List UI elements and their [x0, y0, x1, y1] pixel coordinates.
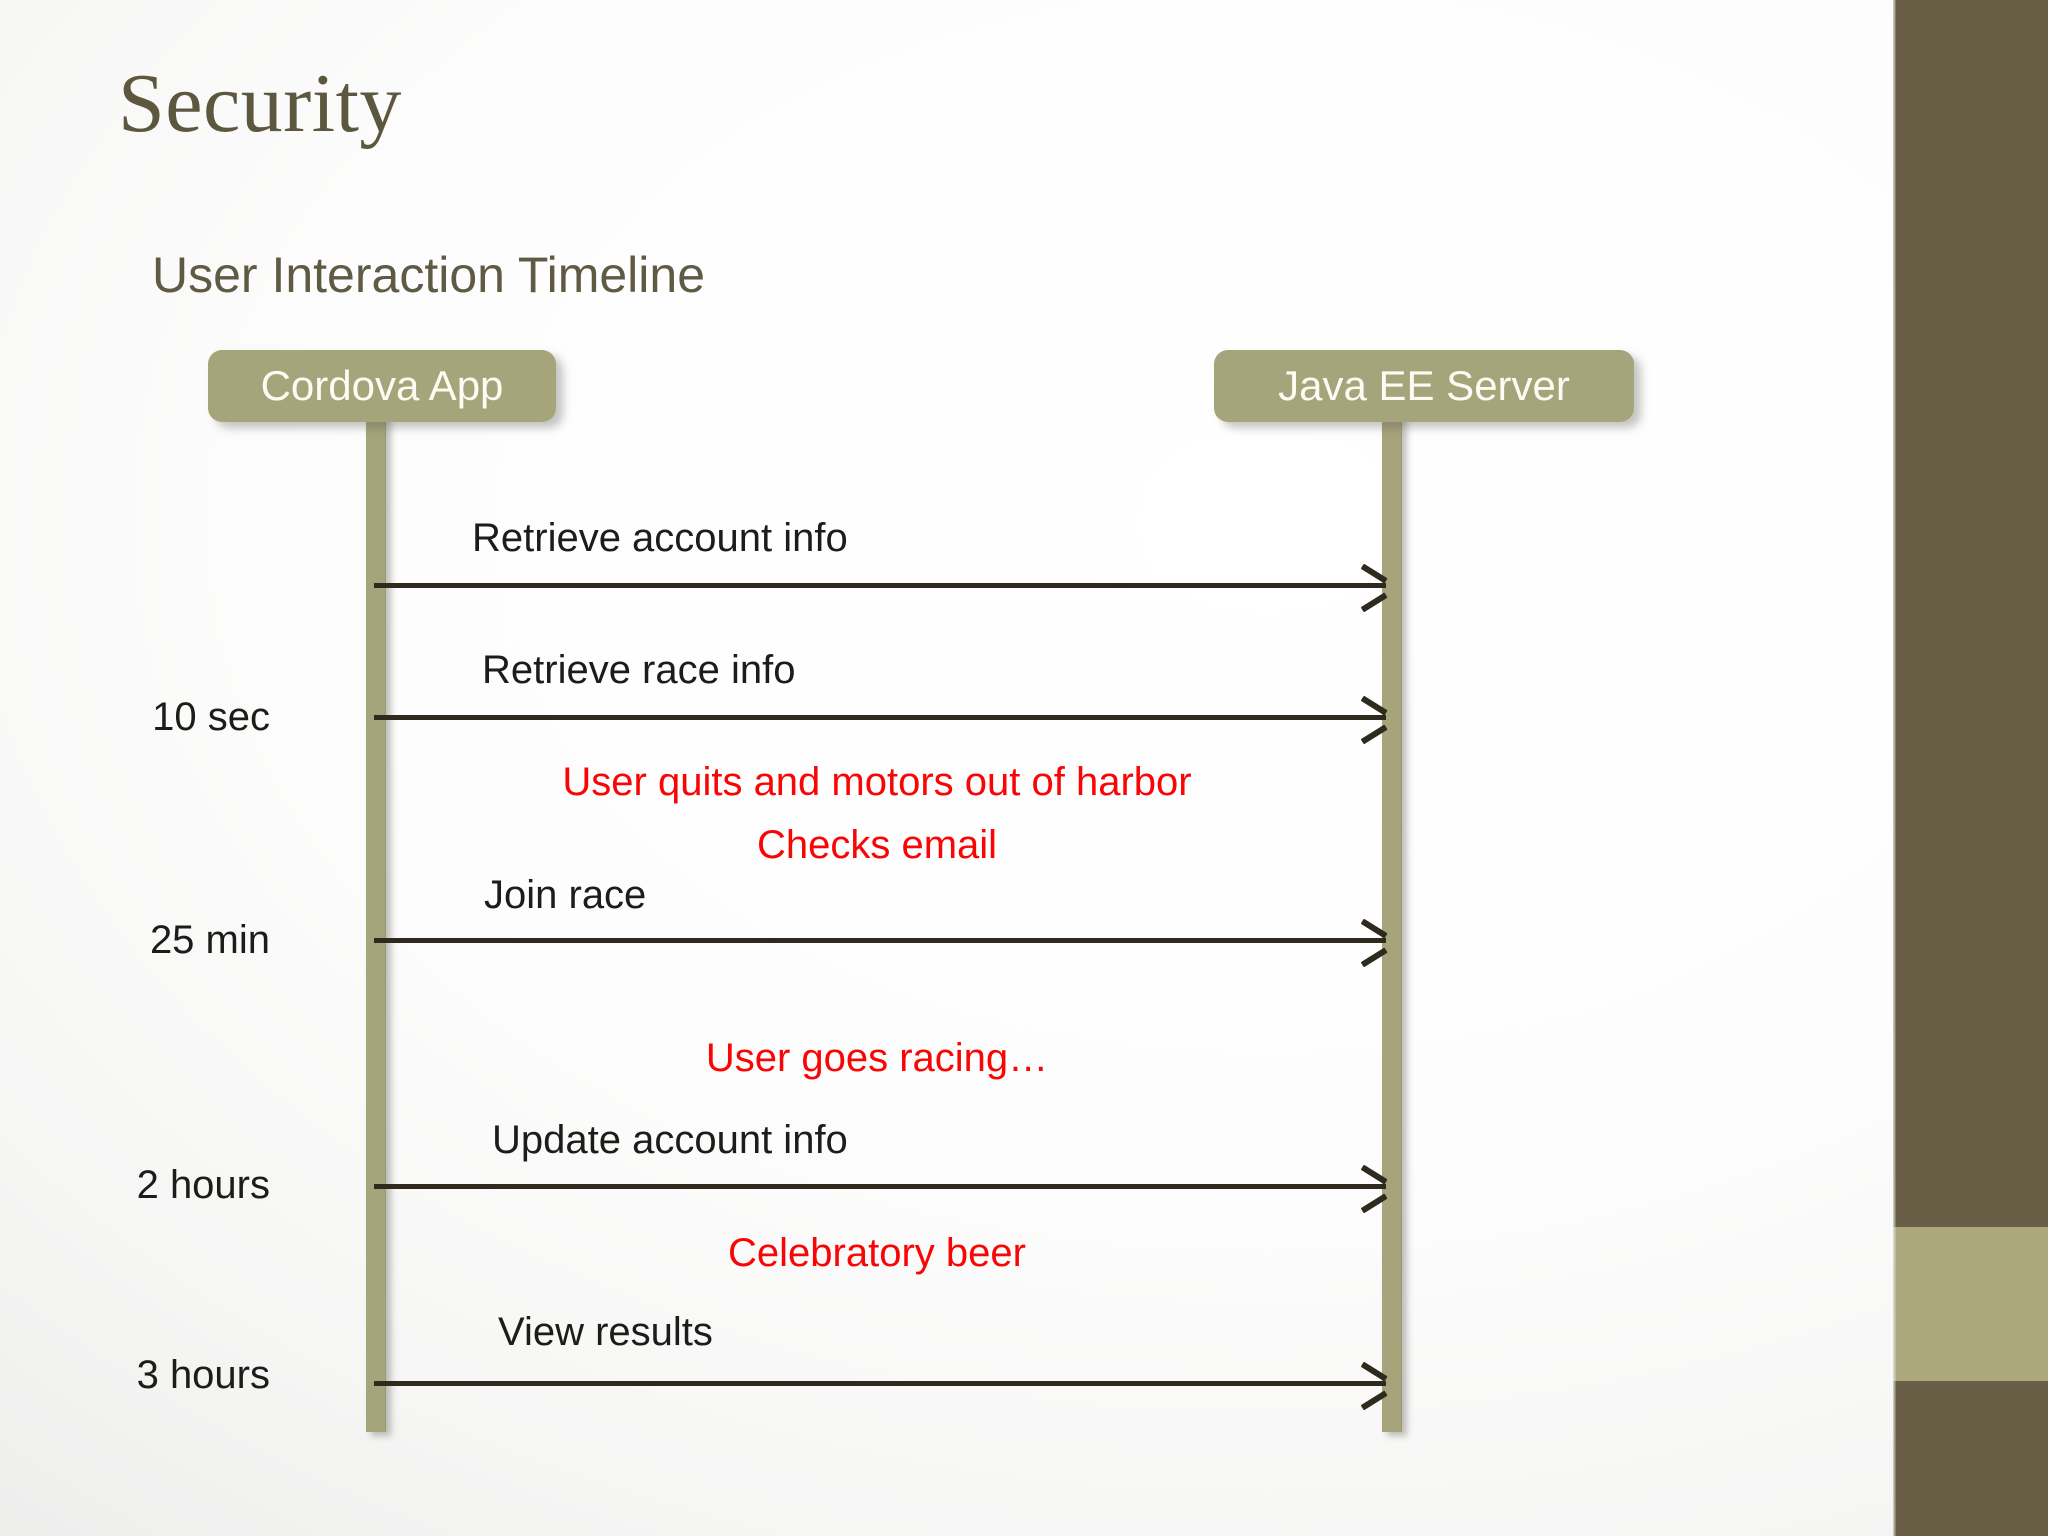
note-label-2: Checks email: [756, 823, 998, 867]
message-label-2: Retrieve race info: [482, 648, 796, 692]
note-label-4: Celebratory beer: [728, 1231, 1026, 1275]
message-line-3: [374, 938, 1386, 943]
message-label-1: Retrieve account info: [472, 516, 848, 560]
time-label-2: 10 sec: [152, 695, 270, 739]
actor-label-java-ee-server: Java EE Server: [1278, 362, 1570, 409]
sidebar-dark-edge: [1893, 0, 1897, 1536]
lifeline-cordova-app: [366, 412, 386, 1432]
message-label-3: Join race: [484, 873, 647, 917]
actor-label-cordova-app: Cordova App: [260, 362, 504, 409]
time-label-3: 25 min: [149, 918, 270, 962]
message-label-5: View results: [498, 1310, 713, 1354]
sidebar-light-band: [1896, 1227, 2048, 1381]
message-line-1: [374, 583, 1386, 588]
actor-box-java-ee-server: Java EE Server: [1214, 350, 1634, 422]
message-line-2: [374, 715, 1386, 720]
time-label-4: 2 hours: [136, 1163, 270, 1207]
lifeline-java-ee-server: [1382, 412, 1402, 1432]
sidebar-light-edge: [1893, 1227, 1897, 1381]
time-label-5: 3 hours: [136, 1353, 270, 1397]
message-label-4: Update account info: [492, 1118, 848, 1162]
message-line-5: [374, 1381, 1386, 1386]
note-label-3: User goes racing…: [705, 1036, 1049, 1080]
page-title: Security: [118, 57, 402, 150]
actor-box-cordova-app: Cordova App: [208, 350, 556, 422]
diagram-title: User Interaction Timeline: [152, 247, 706, 303]
note-label-1: User quits and motors out of harbor: [562, 760, 1192, 804]
message-line-4: [374, 1184, 1386, 1189]
